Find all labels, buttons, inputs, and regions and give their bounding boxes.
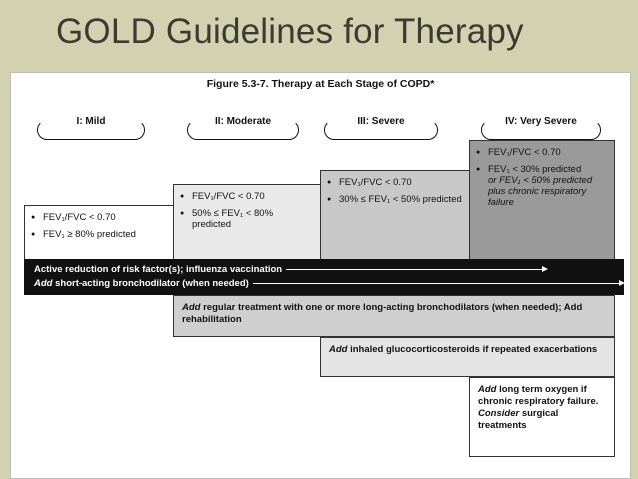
criteria-item: FEV₁ ≥ 80% predicted xyxy=(31,229,167,240)
criteria-item: FEV₁/FVC < 0.70 xyxy=(327,177,463,188)
criteria-severe: FEV₁/FVC < 0.70 30% ≤ FEV₁ < 50% predict… xyxy=(320,170,470,260)
criteria-moderate: FEV₁/FVC < 0.70 50% ≤ FEV₁ < 80% predict… xyxy=(173,184,321,260)
criteria-item: FEV₁/FVC < 0.70 xyxy=(180,191,314,202)
step-severe: Add inhaled glucocorticosteroids if repe… xyxy=(320,337,615,377)
criteria-item: FEV₁/FVC < 0.70 xyxy=(31,212,167,223)
bar-line-2: Add short-acting bronchodilator (when ne… xyxy=(34,278,625,290)
stage-mild-header: I: Mild xyxy=(37,116,145,140)
figure-caption: Figure 5.3-7. Therapy at Each Stage of C… xyxy=(206,78,435,90)
bar-line-1: Active reduction of risk factor(s); infl… xyxy=(34,264,549,276)
step-very-severe: Add long term oxygen if chronic respirat… xyxy=(469,377,615,457)
arrow-icon xyxy=(252,280,625,285)
slide-title: GOLD Guidelines for Therapy xyxy=(56,12,524,51)
stage-severe-header: III: Severe xyxy=(324,116,438,140)
stage-moderate-header: II: Moderate xyxy=(187,116,299,140)
criteria-item: 50% ≤ FEV₁ < 80% predicted xyxy=(180,208,314,230)
stage-very-severe-header: IV: Very Severe xyxy=(481,116,601,140)
criteria-item: 30% ≤ FEV₁ < 50% predicted xyxy=(327,194,463,205)
criteria-mild: FEV₁/FVC < 0.70 FEV₁ ≥ 80% predicted xyxy=(24,205,174,260)
arrow-icon xyxy=(286,266,549,271)
therapy-figure: Figure 5.3-7. Therapy at Each Stage of C… xyxy=(10,72,631,479)
all-stages-therapy-bar: Active reduction of risk factor(s); infl… xyxy=(24,259,625,295)
step-moderate: Add regular treatment with one or more l… xyxy=(173,295,615,337)
criteria-item: FEV₁/FVC < 0.70 xyxy=(476,147,608,158)
